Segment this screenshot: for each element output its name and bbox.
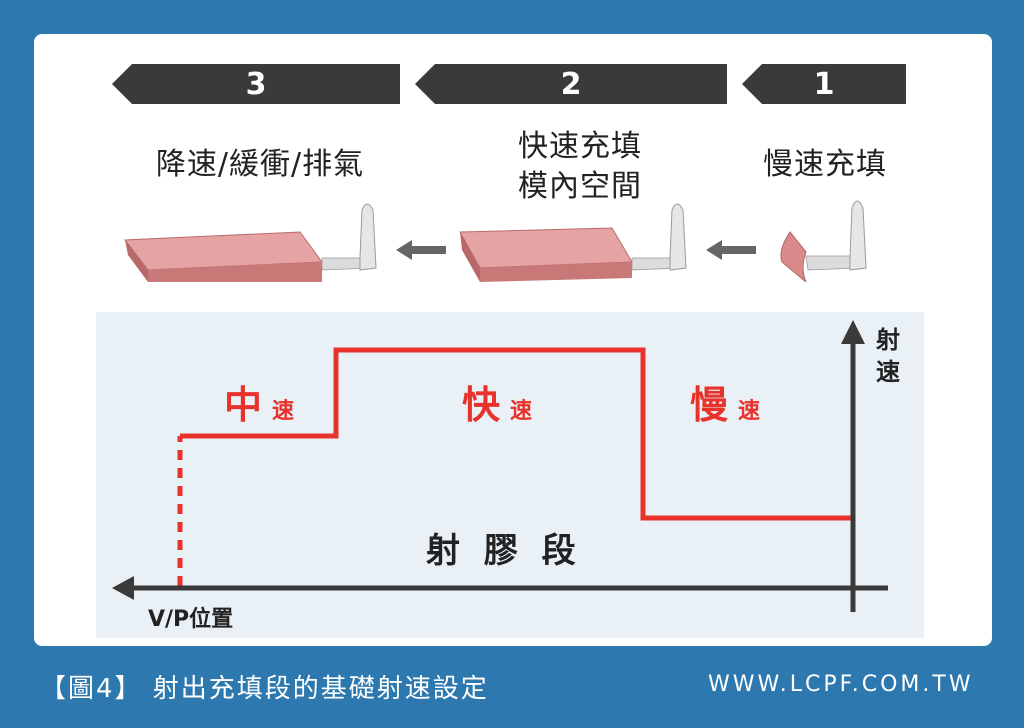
step-1-title: 慢速充填: [763, 147, 887, 182]
chart-background: [96, 312, 924, 638]
stage-label: 射 膠 段: [426, 531, 582, 571]
step-1-arrow: 1: [742, 64, 906, 104]
figure-caption: 【圖4】 射出充填段的基礎射速設定: [40, 674, 489, 704]
speed-profile-line: [180, 347, 852, 521]
step-3-arrow: 3: [112, 64, 400, 104]
y-axis-label-2: 速: [876, 358, 900, 386]
x-axis-arrowhead: [112, 576, 134, 600]
step-2-title-line2: 模內空間: [518, 169, 642, 204]
segment-fast-big: 快: [462, 383, 501, 427]
segment-slow-big: 慢: [690, 383, 729, 427]
segment-fast-small: 速: [510, 398, 532, 424]
step-2-arrow: 2: [415, 64, 727, 104]
segment-mid-big: 中: [224, 383, 262, 427]
x-axis-label: V/P位置: [148, 606, 233, 632]
step-3-title: 降速/緩衝/排氣: [155, 147, 365, 182]
segment-mid-small: 速: [272, 398, 294, 424]
website-url: WWW.LCPF.COM.TW: [708, 672, 974, 697]
y-axis-label-1: 射: [875, 326, 900, 354]
step-2-title-line1: 快速充填: [518, 129, 642, 164]
y-axis-arrowhead: [841, 320, 865, 344]
segment-slow-small: 速: [738, 398, 760, 424]
